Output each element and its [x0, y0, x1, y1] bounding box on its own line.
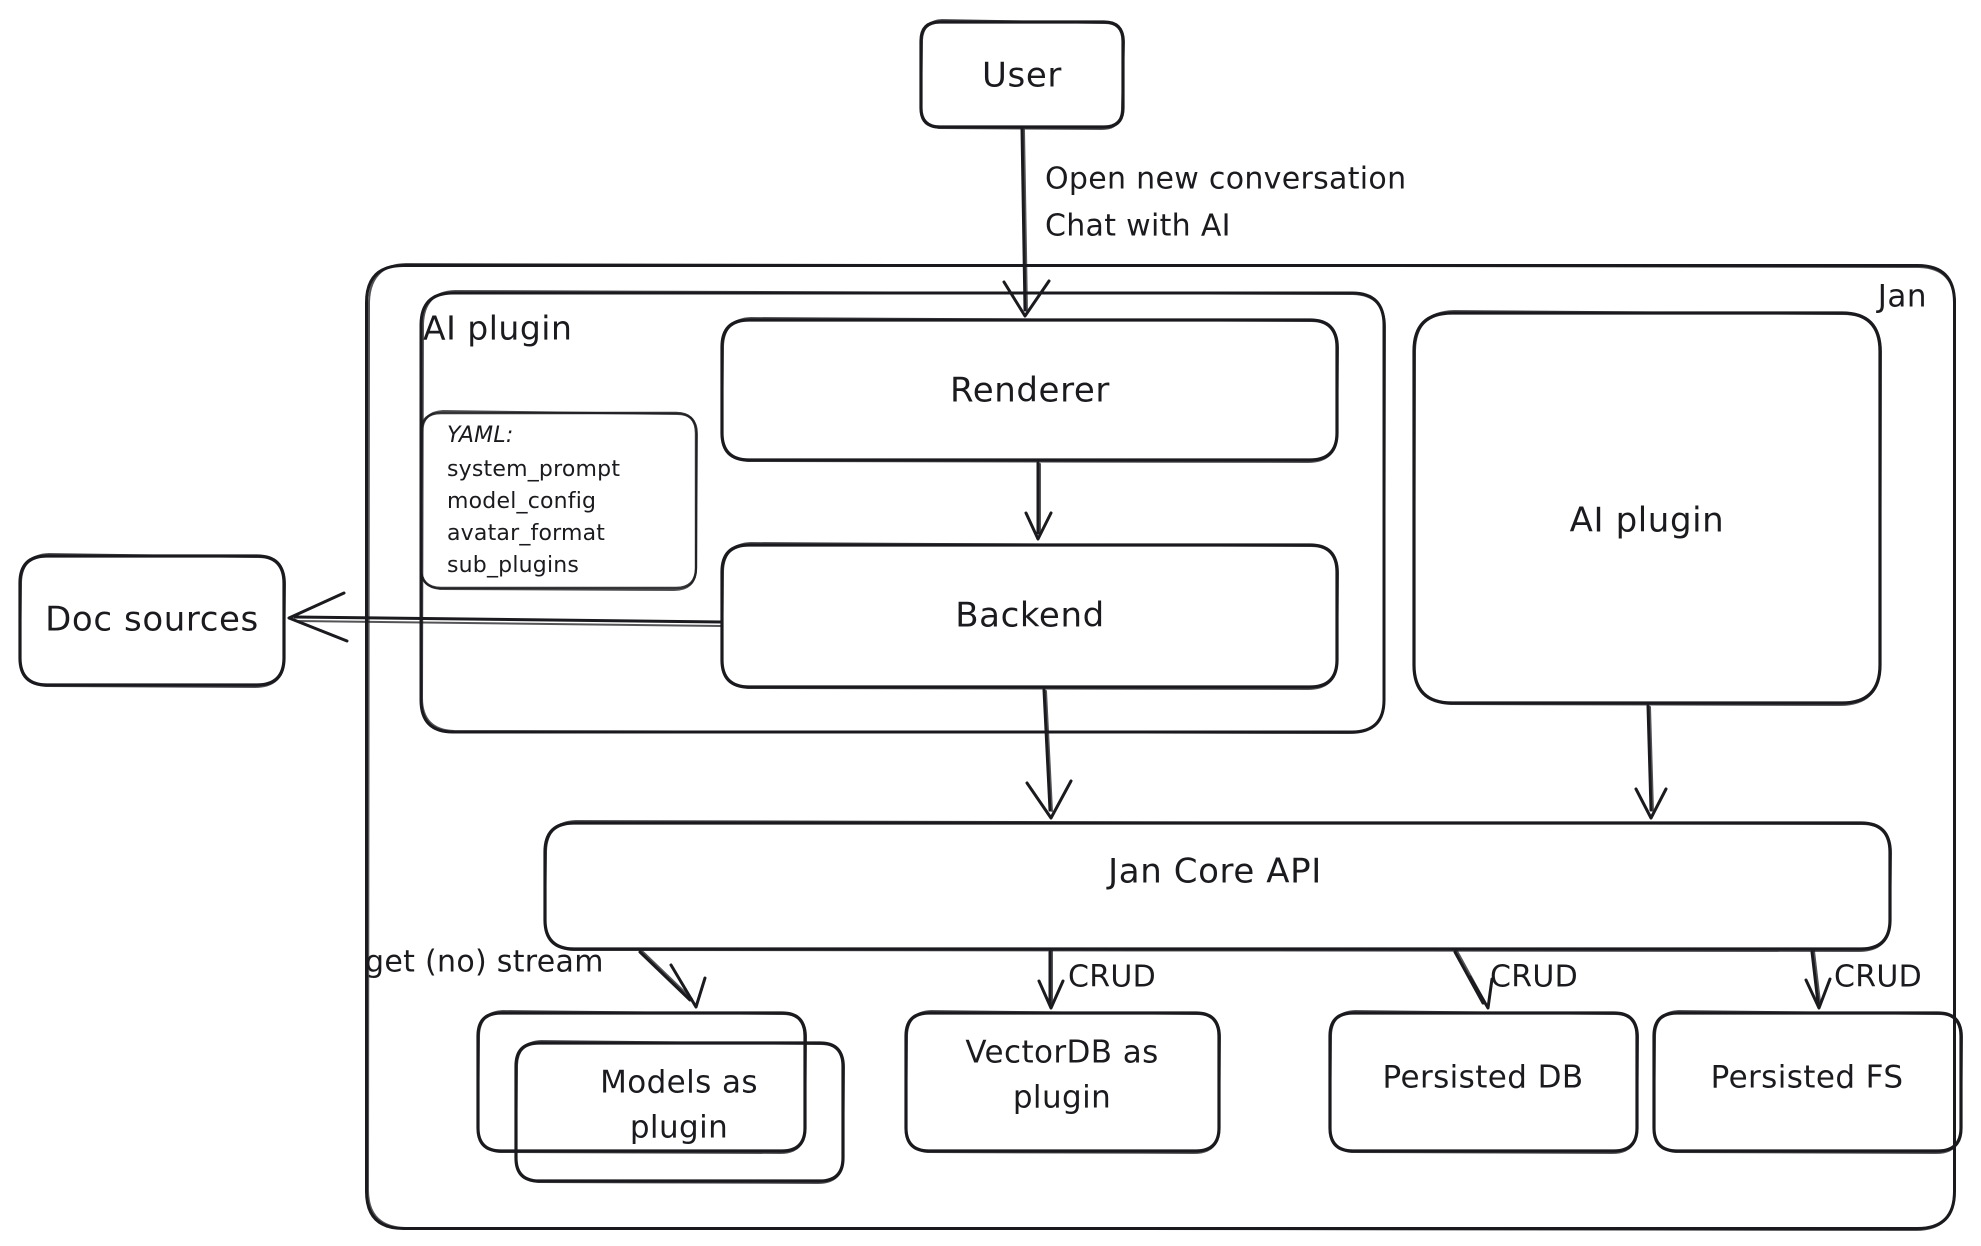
node-persisted-db-label: Persisted DB [1382, 1060, 1583, 1096]
edge-core-to-persisted-fs: CRUD [1804, 950, 1922, 1010]
note-yaml-heading: YAML: [447, 423, 513, 448]
edge-backend-to-doc-sources [287, 591, 724, 643]
container-ai-plugin-group[interactable]: AI plugin [419, 290, 1386, 734]
node-persisted-fs-label: Persisted FS [1711, 1060, 1904, 1096]
edge-core-to-persisted-db-label: CRUD [1490, 960, 1578, 995]
node-vectordb-as-plugin[interactable]: VectorDB as plugin [904, 1010, 1221, 1154]
edge-user-to-renderer: Open new conversation Chat with AI [1002, 127, 1406, 318]
node-renderer-label: Renderer [950, 371, 1110, 411]
node-persisted-fs[interactable]: Persisted FS [1652, 1010, 1963, 1154]
note-yaml-item-system-prompt: system_prompt [447, 457, 620, 482]
container-ai-plugin-group-label: AI plugin [423, 309, 572, 348]
node-renderer[interactable]: Renderer [720, 317, 1339, 463]
node-backend[interactable]: Backend [720, 542, 1339, 690]
edge-ai-plugin-to-core [1634, 704, 1668, 820]
edge-user-to-renderer-label-line1: Open new conversation [1045, 162, 1406, 197]
node-doc-sources[interactable]: Doc sources [18, 553, 286, 688]
node-doc-sources-label: Doc sources [45, 600, 259, 640]
container-jan-label: Jan [1876, 279, 1927, 315]
node-backend-label: Backend [955, 596, 1105, 636]
node-persisted-db[interactable]: Persisted DB [1328, 1010, 1639, 1154]
node-ai-plugin-label: AI plugin [1570, 501, 1725, 541]
container-jan[interactable]: Jan [365, 263, 1956, 1231]
node-jan-core-api-label: Jan Core API [1106, 852, 1322, 892]
edge-core-to-models-label: get (no) stream [365, 945, 604, 980]
edge-backend-to-core [1025, 688, 1073, 820]
node-user-label: User [982, 56, 1062, 96]
edge-core-to-models: get (no) stream [365, 945, 707, 1009]
node-models-as-plugin[interactable]: Models as plugin [476, 1010, 845, 1184]
node-vectordb-as-plugin-label-line2: plugin [1013, 1080, 1111, 1116]
note-yaml-item-model-config: model_config [447, 489, 596, 514]
node-models-as-plugin-label-line1: Models as [600, 1065, 758, 1101]
node-models-as-plugin-label-line2: plugin [630, 1110, 728, 1146]
edge-renderer-to-backend [1024, 461, 1053, 541]
edge-core-to-persisted-db: CRUD [1453, 950, 1578, 1010]
node-user[interactable]: User [919, 19, 1125, 130]
edge-core-to-vectordb-label: CRUD [1068, 960, 1156, 995]
node-vectordb-as-plugin-label-line1: VectorDB as [965, 1035, 1158, 1071]
note-yaml-config[interactable]: YAML: system_prompt model_config avatar_… [419, 410, 698, 591]
node-ai-plugin[interactable]: AI plugin [1412, 310, 1882, 706]
node-jan-core-api[interactable]: Jan Core API [543, 820, 1892, 952]
edge-user-to-renderer-label-line2: Chat with AI [1045, 209, 1231, 244]
edge-core-to-vectordb: CRUD [1037, 950, 1156, 1010]
note-yaml-item-sub-plugins: sub_plugins [447, 553, 579, 578]
note-yaml-item-avatar-format: avatar_format [447, 521, 605, 546]
edge-core-to-persisted-fs-label: CRUD [1834, 960, 1922, 995]
